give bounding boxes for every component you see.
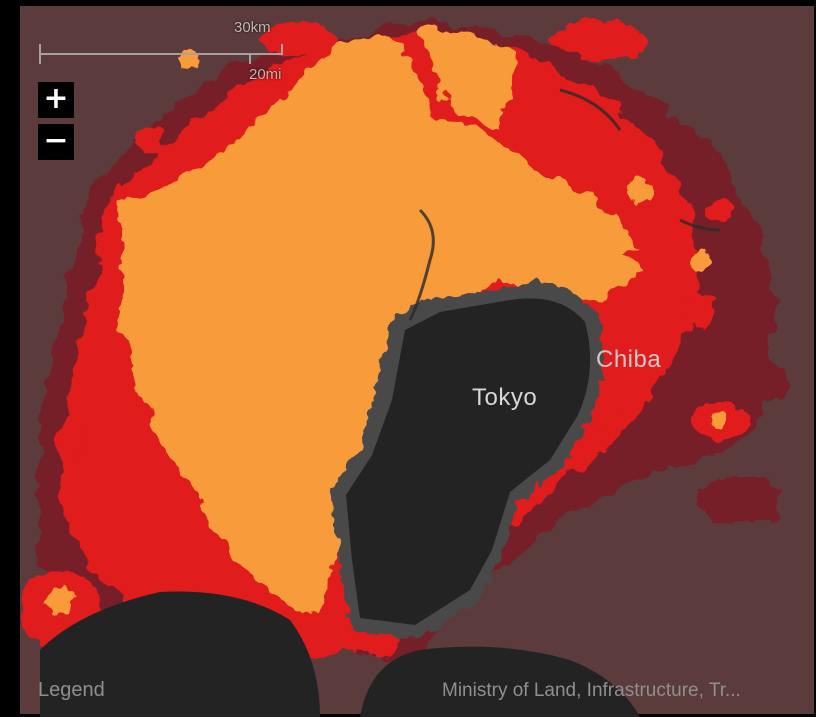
open-sea <box>40 591 640 717</box>
zoom-out-button[interactable]: − <box>38 124 74 160</box>
zoom-in-button[interactable]: + <box>38 82 74 118</box>
place-label-chiba: Chiba <box>596 346 662 373</box>
place-label-tokyo: Tokyo <box>472 384 538 411</box>
urban-high-density-layer <box>120 28 640 621</box>
scale-bar <box>39 44 283 64</box>
legend-toggle[interactable]: Legend <box>38 679 105 701</box>
scale-mi-label: 20mi <box>249 66 282 83</box>
map-attribution: Ministry of Land, Infrastructure, Tr... <box>442 680 741 701</box>
rivers <box>408 88 721 321</box>
tokyo-bay-water-core <box>346 298 591 625</box>
scale-km-label: 30km <box>234 19 271 36</box>
